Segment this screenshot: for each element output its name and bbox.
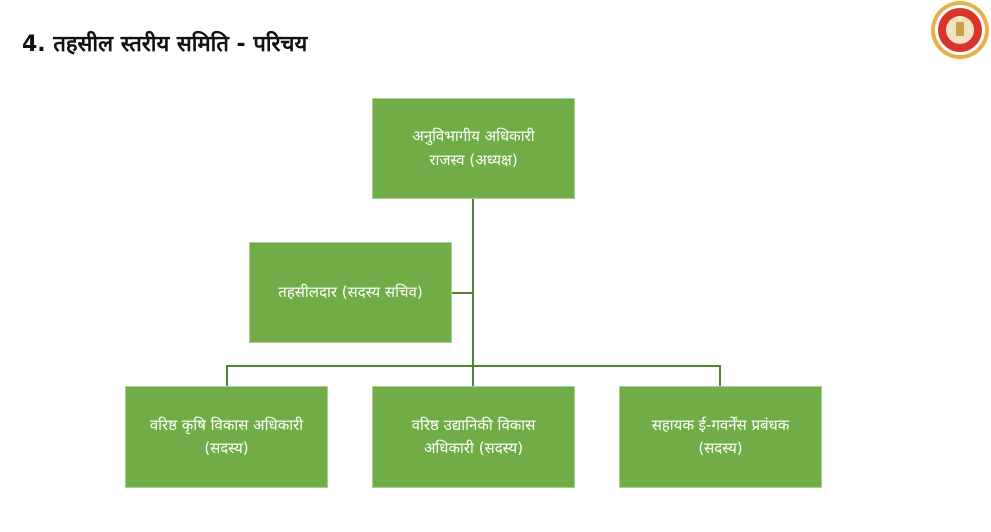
member-line1: सहायक ई-गवर्नेंस प्रबंधक — [651, 415, 790, 434]
head-line2: राजस्व (अध्यक्ष) — [429, 150, 518, 169]
connector-member-3 — [719, 365, 721, 386]
org-box-member: वरिष्ठ उद्यानिकी विकास अधिकारी (सदस्य) — [372, 386, 575, 488]
member-line2: (सदस्य) — [204, 439, 249, 457]
head-line1: अनुविभागीय अधिकारी — [412, 127, 535, 146]
org-box-member: सहायक ई-गवर्नेंस प्रबंधक (सदस्य) — [619, 386, 822, 488]
org-box-member: वरिष्ठ कृषि विकास अधिकारी (सदस्य) — [125, 386, 328, 488]
member-line1: वरिष्ठ उद्यानिकी विकास — [411, 415, 536, 434]
slide-title: 4. तहसील स्तरीय समिति - परिचय — [22, 32, 308, 57]
secretary-label: तहसीलदार (सदस्य सचिव) — [278, 282, 423, 301]
government-seal-logo — [931, 1, 989, 59]
connector-members-horizontal — [226, 365, 721, 367]
org-box-head: अनुविभागीय अधिकारी राजस्व (अध्यक्ष) — [372, 98, 575, 199]
member-line1: वरिष्ठ कृषि विकास अधिकारी — [149, 415, 304, 434]
connector-secretary — [451, 292, 473, 294]
connector-member-1 — [226, 365, 228, 386]
org-box-secretary: तहसीलदार (सदस्य सचिव) — [249, 242, 452, 343]
member-line2: अधिकारी (सदस्य) — [423, 439, 524, 457]
member-line2: (सदस्य) — [698, 439, 743, 457]
